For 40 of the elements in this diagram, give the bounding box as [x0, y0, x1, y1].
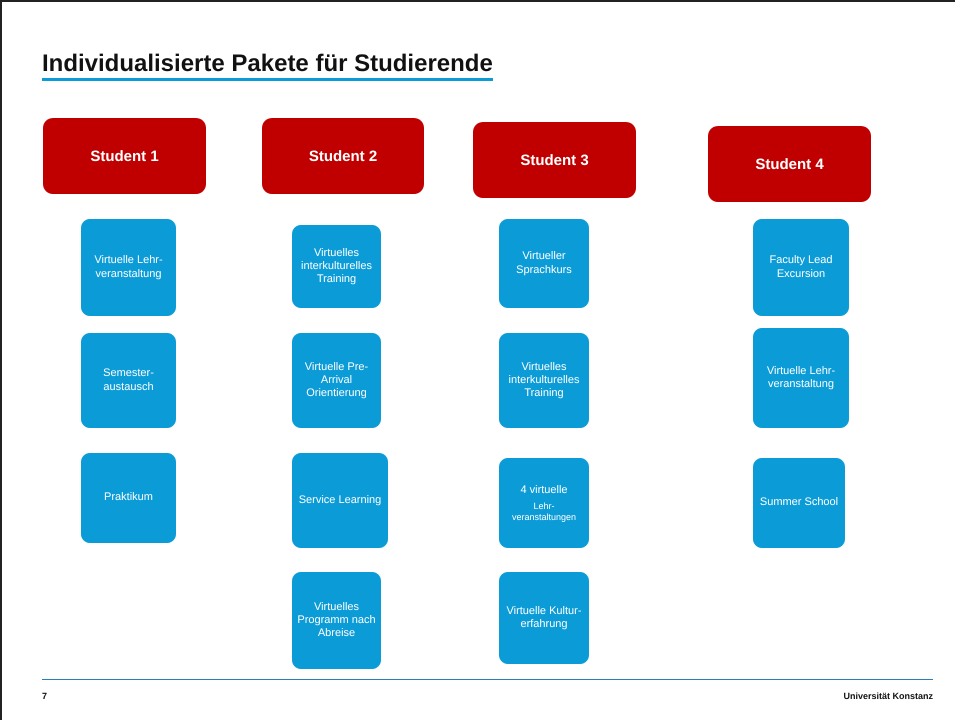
package-box [81, 453, 176, 543]
student-header-box [262, 118, 424, 194]
package-box [499, 333, 589, 428]
package-text: 4 virtuelle [520, 484, 568, 497]
package-box [499, 219, 589, 308]
slide-title: Individualisierte Pakete für Studierende [42, 50, 493, 81]
student-name: Student 4 [755, 156, 824, 172]
student-name: Student 2 [308, 148, 378, 164]
package-box [499, 572, 589, 664]
package-text: Virtuelle Kultur-erfahrung [506, 604, 582, 632]
package-text: Semester-austausch [102, 367, 155, 394]
package-box [292, 453, 388, 548]
package-text: Virtuelle Pre-Arrival Orientierung [304, 360, 370, 400]
student-name: Student 1 [90, 148, 159, 164]
package-box [292, 333, 381, 428]
student-header-box [473, 122, 636, 198]
student-header-box [43, 118, 206, 194]
package-box [292, 225, 381, 308]
student-name: Student 3 [520, 152, 589, 168]
package-text: Virtuelles Programm nach Abreise [296, 600, 377, 640]
package-box [753, 328, 849, 428]
package-text: Praktikum [104, 491, 153, 505]
package-text: Virtuelles interkulturelles Training [508, 360, 580, 400]
package-text: Virtuelle Lehr-veranstaltung [93, 254, 164, 281]
footer-text: Universität Konstanz [843, 691, 933, 701]
package-text: Faculty Lead Excursion [768, 254, 834, 281]
package-box [81, 333, 176, 428]
page-number: 7 [42, 691, 48, 701]
package-text: Virtuelle Lehr-veranstaltung [766, 364, 836, 392]
package-box [292, 572, 381, 669]
package-box [753, 458, 845, 548]
package-text: Service Learning [298, 494, 382, 508]
package-text: Virtuelles interkulturelles Training [300, 246, 373, 286]
package-box [499, 458, 589, 548]
package-box [753, 219, 849, 316]
package-box [81, 219, 176, 316]
package-text: Lehr-veranstaltungen [510, 500, 578, 522]
package-text: Summer School [760, 496, 838, 510]
student-header-box [708, 126, 871, 202]
package-text: Virtueller Sprachkurs [515, 250, 573, 277]
